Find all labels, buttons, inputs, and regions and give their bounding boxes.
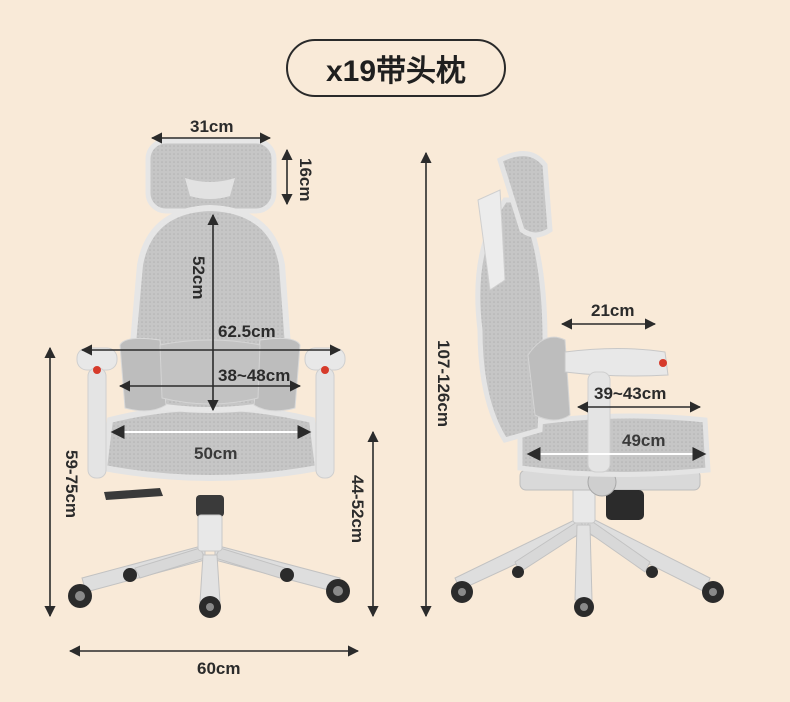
seat-depth-label: 49cm <box>622 431 666 450</box>
headrest-height-label: 16cm <box>296 158 315 202</box>
armrest-to-back-label: 39~43cm <box>594 384 667 403</box>
dimension-lines <box>44 132 707 657</box>
base-width-label: 60cm <box>197 659 241 678</box>
front-view-chair <box>68 138 350 618</box>
seat-floor-height-label: 44-52cm <box>348 475 367 544</box>
model-title-badge: x19带头枕 <box>286 39 506 97</box>
headrest-width-label: 31cm <box>190 117 234 136</box>
armrest-inner-width-label: 38~48cm <box>218 366 291 385</box>
armrest-floor-height-label: 59-75cm <box>62 450 81 519</box>
seat-width-label: 50cm <box>194 444 238 463</box>
armrest-span-label: 62.5cm <box>218 322 276 341</box>
backrest-height-label: 52cm <box>189 256 208 300</box>
side-view-chair <box>451 151 724 617</box>
armrest-depth-label: 21cm <box>591 301 635 320</box>
total-height-label: 107-126cm <box>434 340 453 427</box>
